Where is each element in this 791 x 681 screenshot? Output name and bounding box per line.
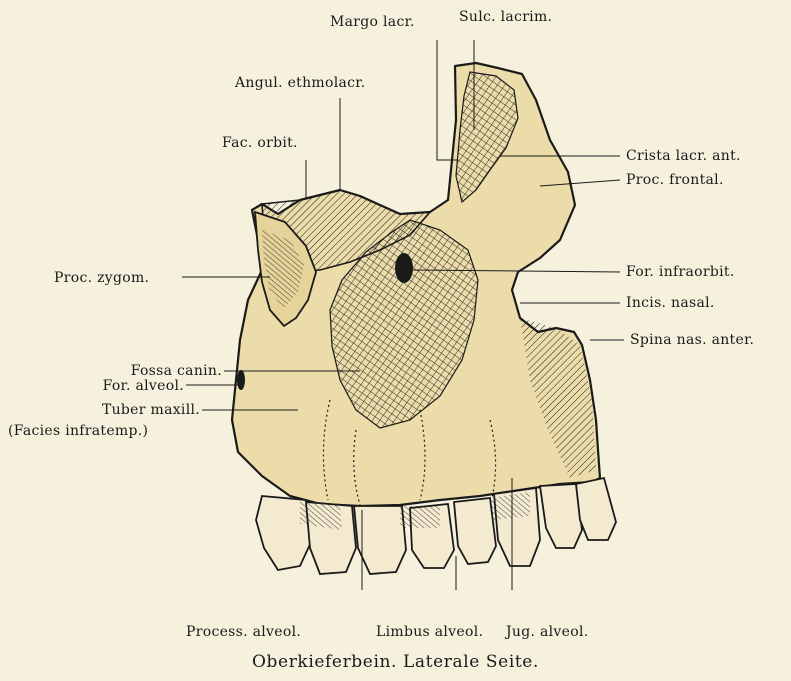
- label-facies-infratemp: (Facies infratemp.): [8, 423, 148, 439]
- label-angul-ethmolacr: Angul. ethmolacr.: [235, 75, 366, 91]
- label-fossa-canin: Fossa canin.: [40, 363, 222, 379]
- label-jug-alveol: Jug. alveol.: [506, 624, 588, 640]
- label-for-alveol: For. alveol.: [20, 378, 184, 394]
- label-margo-lacr: Margo lacr.: [330, 14, 415, 30]
- label-process-alveol: Process. alveol.: [186, 624, 301, 640]
- alveolar-foramen: [237, 370, 245, 390]
- label-crista-lacr-ant: Crista lacr. ant.: [626, 148, 741, 164]
- label-proc-zygom: Proc. zygom.: [54, 270, 149, 286]
- label-sulc-lacrim: Sulc. lacrim.: [459, 9, 552, 25]
- figure-caption: Oberkieferbein. Laterale Seite.: [0, 652, 791, 672]
- infraorbital-foramen: [395, 253, 413, 283]
- label-proc-frontal: Proc. frontal.: [626, 172, 724, 188]
- incisor-2: [540, 484, 582, 548]
- label-fac-orbit: Fac. orbit.: [222, 135, 298, 151]
- label-spina-nas-anter: Spina nas. anter.: [630, 332, 754, 348]
- label-for-infraorbit: For. infraorbit.: [626, 264, 735, 280]
- label-tuber-maxill: Tuber maxill.: [20, 402, 200, 418]
- label-limbus-alveol: Limbus alveol.: [376, 624, 483, 640]
- label-incis-nasal: Incis. nasal.: [626, 295, 715, 311]
- premolar-1: [454, 498, 496, 564]
